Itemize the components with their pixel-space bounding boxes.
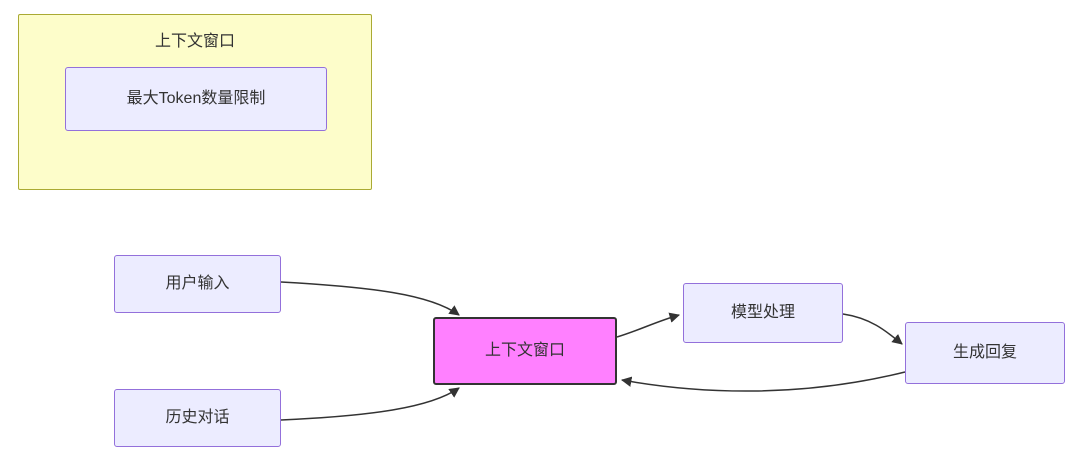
node-history-dialog: 历史对话	[114, 389, 281, 447]
edge-history-to-context	[280, 387, 460, 421]
node-generate-reply: 生成回复	[905, 322, 1065, 384]
node-user-input: 用户输入	[114, 255, 281, 313]
node-context-window: 上下文窗口	[433, 317, 617, 385]
node-model-process: 模型处理	[683, 283, 843, 343]
node-max-token-limit: 最大Token数量限制	[65, 67, 327, 131]
edge-context-to-model	[616, 312, 681, 338]
subgraph-context-window: 上下文窗口 最大Token数量限制	[18, 14, 372, 190]
subgraph-title: 上下文窗口	[154, 33, 235, 50]
edge-user-input-to-context	[280, 281, 460, 316]
edge-model-to-reply	[842, 313, 903, 345]
edge-reply-to-context	[620, 371, 906, 392]
